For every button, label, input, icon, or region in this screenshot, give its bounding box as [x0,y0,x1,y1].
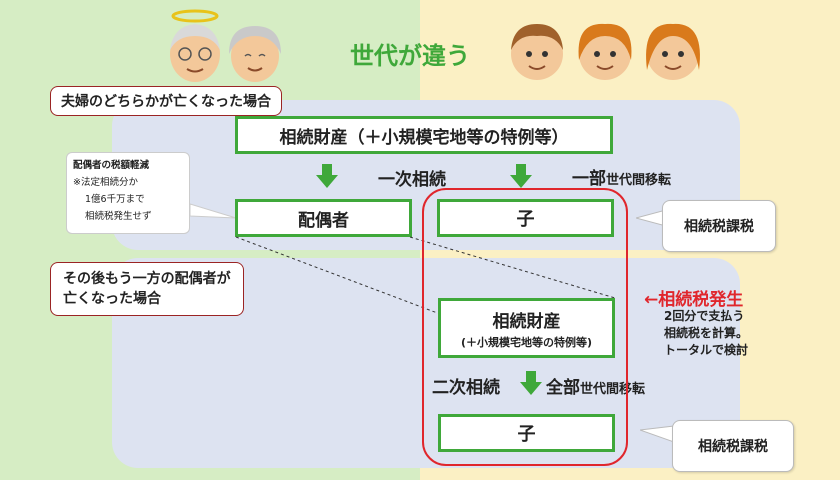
partial-transfer-label: 一部世代間移転 [572,164,671,189]
arrow-down-icon [510,164,532,188]
child-path-highlight [422,188,628,466]
estate-second-line1: 相続財産 [492,311,561,332]
page-title: 世代が違う [350,42,470,70]
scenario1-label: 夫婦のどちらかが亡くなった場合 [50,86,282,116]
child-box: 子 [437,199,614,237]
spouse-box: 配偶者 [235,199,412,237]
elderly-couple-icon [170,9,281,82]
partial-sub: 世代間移転 [606,173,672,188]
full-transfer-label: 全部世代間移転 [546,373,645,398]
spouse-deduction-line1: ※法定相続分か [73,177,138,188]
spouse-deduction-line2: 1億6千万まで [85,194,145,205]
young-family-icon [511,23,700,80]
second-inheritance-label: 二次相続 [432,378,500,398]
spouse-deduction-title: 配偶者の税額軽減 [73,160,150,171]
taxation-callout-2: 相続税課税 [672,420,794,472]
tax-occurs-line3: トータルで検討 [664,343,749,357]
estate-second-box: 相続財産 (＋小規模宅地等の特例等) [438,298,615,358]
estate-second-line2: (＋小規模宅地等の特例等) [460,335,593,349]
spouse-deduction-note: 配偶者の税額軽減 ※法定相続分か 1億6千万まで 相続税発生せず [66,152,190,234]
tax-occurs-line1: 2回分で支払う [664,309,745,323]
scenario2-label: その後もう一方の配偶者が 亡くなった場合 [50,262,244,316]
child-box-2: 子 [438,414,615,452]
scenario2-line1: その後もう一方の配偶者が [63,271,231,287]
full-sub: 世代間移転 [580,382,646,397]
spouse-deduction-line3: 相続税発生せず [85,211,152,222]
partial-main: 一部 [572,169,606,189]
full-main: 全部 [546,378,580,398]
first-inheritance-label: 一次相続 [378,170,446,190]
tax-occurs-note: 2回分で支払う 相続税を計算。 トータルで検討 [664,308,748,359]
tax-occurs-line2: 相続税を計算。 [664,326,749,340]
arrow-down-icon [520,371,542,395]
taxation-callout-1: 相続税課税 [662,200,776,252]
tax-occurs-title: ←相続税発生 [644,290,744,310]
scenario2-line2: 亡くなった場合 [63,291,161,307]
callout-pointer [636,209,666,227]
callout-pointer [640,425,674,443]
estate-top-box: 相続財産（＋小規模宅地等の特例等） [235,116,613,154]
arrow-down-icon [316,164,338,188]
callout-pointer [190,203,237,219]
